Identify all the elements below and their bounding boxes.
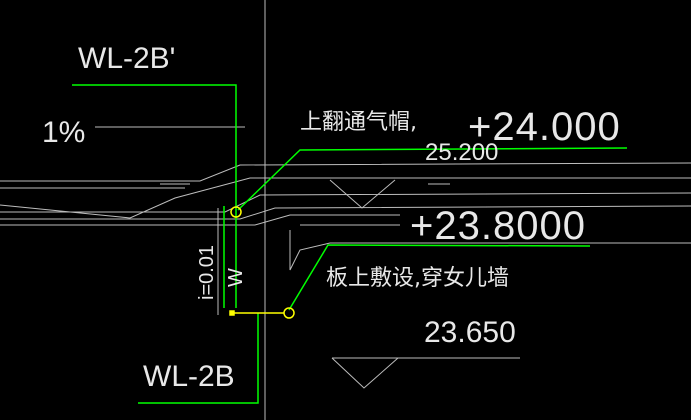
pipe-dot xyxy=(229,310,235,316)
pipe-circle-upper xyxy=(230,206,242,218)
label-note-laying: 板上敷设,穿女儿墙 xyxy=(326,266,509,291)
leader-lines xyxy=(72,84,628,404)
leader-upper-pipe xyxy=(72,84,237,212)
label-pipe-code-vertical: W xyxy=(225,268,247,287)
label-note-vent-cap: 上翻通气帽, xyxy=(300,110,417,135)
label-slope-pipe: i=0.01 xyxy=(196,244,218,300)
roof-lines xyxy=(0,126,691,315)
leader-lower-pipe xyxy=(138,313,259,404)
label-elev-roof: +23.8000 xyxy=(410,204,586,248)
elevation-triangle-lower xyxy=(331,357,399,389)
label-pipe-upper: WL-2B' xyxy=(78,42,176,75)
label-elev-top: 25.200 xyxy=(425,139,499,166)
leader-vent-cap xyxy=(237,147,628,211)
label-pipe-lower: WL-2B xyxy=(143,360,235,393)
label-elev-lower: 23.650 xyxy=(424,316,516,349)
elevation-marks xyxy=(329,179,520,389)
pipe-markers xyxy=(229,206,295,319)
label-elev-parapet: +24.000 xyxy=(468,105,621,149)
elevation-triangle-top xyxy=(329,179,396,209)
label-slope-roof: 1% xyxy=(42,116,86,149)
leader-laying xyxy=(288,244,591,311)
